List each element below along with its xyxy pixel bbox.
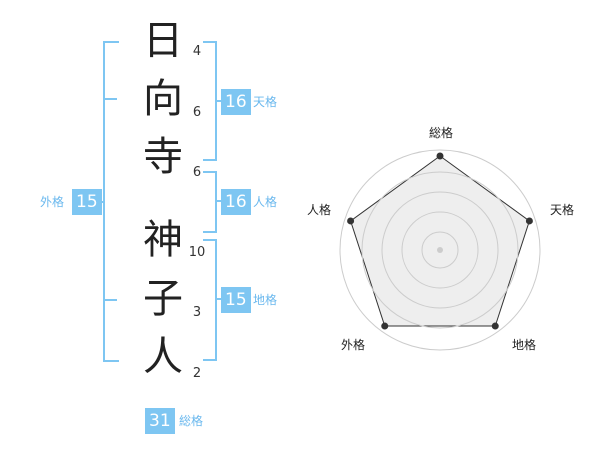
name-char-4: 神: [143, 217, 183, 263]
jinkaku-bracket: [203, 171, 217, 233]
radar-label-chikaku: 地格: [511, 338, 536, 352]
radar-point-5: [347, 217, 355, 225]
radar-label-tenkaku: 天格: [549, 203, 574, 217]
radar-grid-ring-3: [381, 191, 499, 309]
soukaku-label: 総格: [179, 414, 204, 428]
gaikaku-bracket: [103, 41, 119, 362]
radar-point-3: [491, 322, 499, 330]
tenkaku-bracket-stub: [217, 100, 223, 102]
name-char-2: 向: [143, 76, 183, 122]
tenkaku-bracket: [203, 41, 217, 161]
stroke-count-1: 4: [192, 44, 202, 59]
soukaku-value: 31: [145, 408, 175, 434]
radar-grid-ring-2: [401, 211, 479, 289]
chikaku-bracket: [203, 239, 217, 361]
name-char-1: 日: [143, 18, 183, 64]
radar-outer-ring: [339, 149, 541, 351]
radar-label-jinkaku: 人格: [306, 203, 331, 217]
fortune-radar-chart: [339, 149, 541, 351]
gaikaku-bracket-tick-1: [105, 98, 117, 100]
gaikaku-value: 15: [72, 189, 102, 215]
jinkaku-value: 16: [221, 189, 251, 215]
stroke-count-3: 6: [192, 165, 202, 180]
chikaku-label: 地格: [253, 293, 278, 307]
gaikaku-bracket-tick-2: [105, 299, 117, 301]
radar-point-2: [525, 217, 533, 225]
radar-label-soukaku: 総格: [428, 126, 453, 140]
gaikaku-label: 外格: [40, 195, 65, 209]
radar-label-gaikaku: 外格: [340, 338, 365, 352]
stroke-count-2: 6: [192, 105, 202, 120]
name-char-6: 人: [143, 334, 183, 380]
radar-grid-ring-1: [421, 231, 459, 269]
radar-center-dot: [437, 247, 443, 253]
tenkaku-value: 16: [221, 89, 251, 115]
jinkaku-bracket-stub: [217, 200, 223, 202]
radar-point-1: [436, 152, 444, 160]
name-char-3: 寺: [143, 134, 183, 180]
radar-point-4: [381, 322, 389, 330]
tenkaku-label: 天格: [253, 95, 278, 109]
jinkaku-label: 人格: [253, 195, 278, 209]
stroke-count-5: 3: [192, 305, 202, 320]
radar-value-polygon: [350, 155, 530, 327]
chikaku-value: 15: [221, 287, 251, 313]
stroke-count-6: 2: [192, 366, 202, 381]
radar-grid-ring-4: [361, 171, 519, 329]
stroke-count-4: 10: [188, 245, 206, 260]
name-char-5: 子: [143, 276, 183, 322]
chikaku-bracket-stub: [217, 298, 223, 300]
